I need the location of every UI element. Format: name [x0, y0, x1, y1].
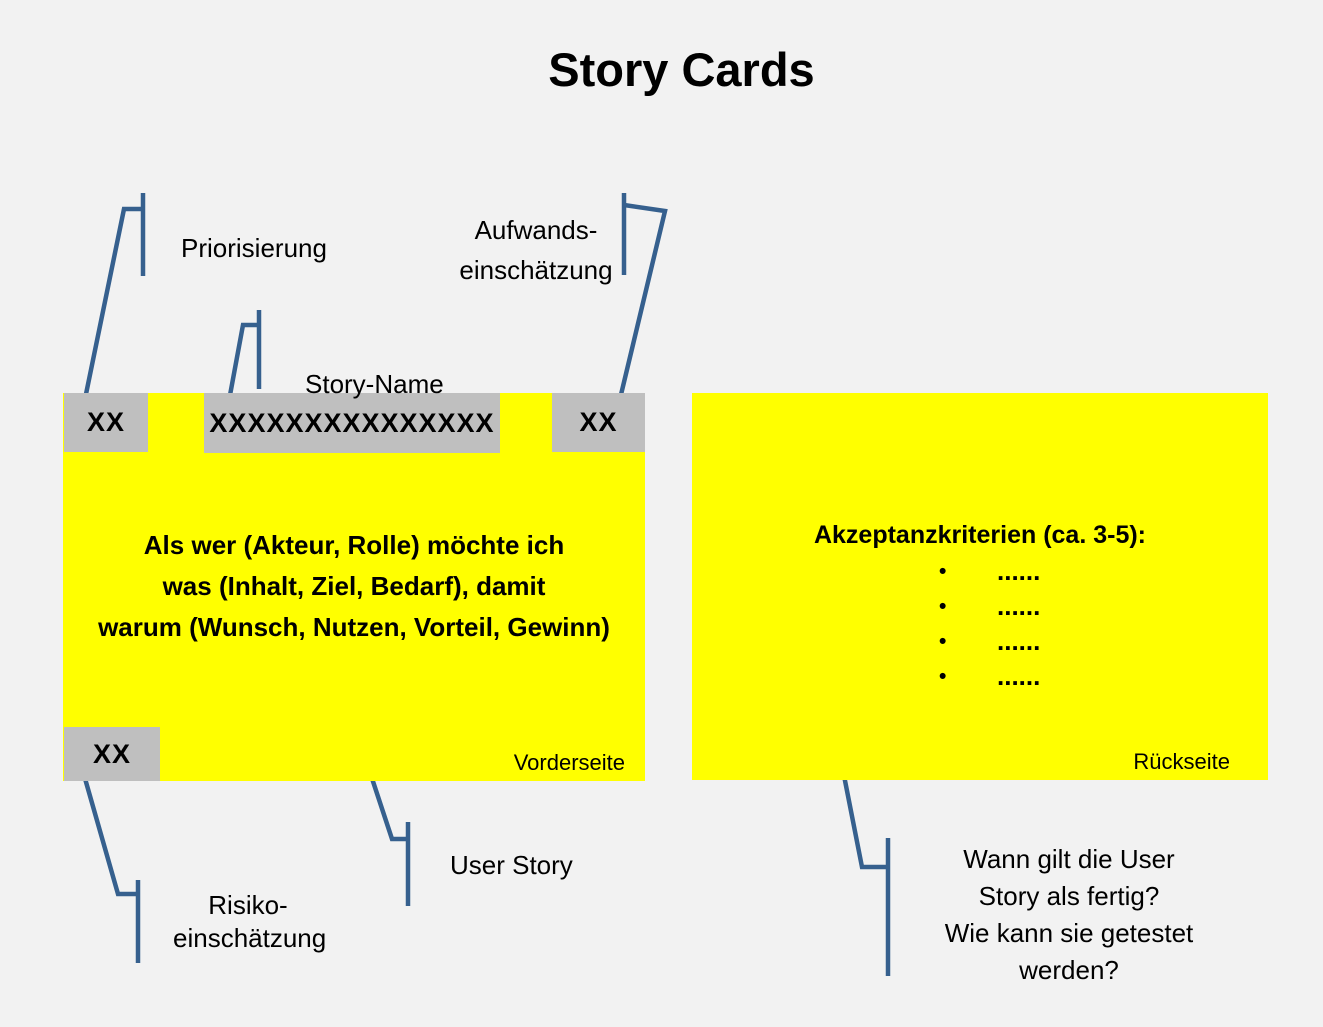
definition-of-done-label: Wann gilt die User Story als fertig? Wie…: [941, 841, 1197, 989]
bullet-icon: •: [939, 629, 947, 653]
page-title: Story Cards: [548, 43, 815, 96]
aufwand-label-line: einschätzung: [459, 255, 613, 285]
risiko-label-line: Risiko-: [208, 890, 288, 920]
user-story-template-line: Als wer (Akteur, Rolle) möchte ich: [143, 530, 565, 560]
aufwand-label-line: Aufwands-: [474, 215, 598, 245]
aufwand-connector-line: [616, 193, 668, 404]
priorisierung-connector-line: [82, 193, 146, 400]
list-item-placeholder: ......: [997, 556, 1041, 586]
acceptance-criteria-heading: Akzeptanzkriterien (ca. 3-5):: [813, 521, 1147, 549]
user-story-template-line: was (Inhalt, Ziel, Bedarf), damit: [162, 571, 546, 601]
story-card-front: XX XXXXXXXXXXXXXXX XX XX Als wer (Akteur…: [63, 393, 645, 781]
risiko-label-line: einschätzung: [173, 923, 327, 953]
story-name-slot: XXXXXXXXXXXXXXX: [204, 393, 500, 453]
list-item-placeholder: ......: [997, 626, 1041, 656]
bullet-icon: •: [939, 594, 947, 618]
list-item-placeholder: ......: [997, 661, 1041, 691]
user-story-template-line: warum (Wunsch, Nutzen, Vorteil, Gewinn): [98, 612, 610, 642]
user-story-label: User Story: [450, 850, 573, 880]
definition-of-done-line: Story als fertig?: [978, 881, 1160, 911]
effort-slot: XX: [552, 393, 645, 452]
definition-of-done-line: Wie kann sie getestet: [944, 918, 1194, 948]
definition-of-done-line: werden?: [1019, 955, 1119, 985]
story-card-back: Akzeptanzkriterien (ca. 3-5): • ...... •…: [692, 393, 1268, 780]
story-name-label: Story-Name: [305, 369, 444, 399]
list-item: • ......: [939, 659, 1040, 694]
list-item: • ......: [939, 624, 1040, 659]
priorisierung-label: Priorisierung: [181, 233, 327, 263]
bullet-icon: •: [939, 559, 947, 583]
risk-slot: XX: [64, 727, 160, 781]
risiko-connector-line: [79, 767, 141, 963]
story-name-connector-line: [225, 310, 262, 407]
priority-slot: XX: [64, 393, 148, 452]
list-item: • ......: [939, 589, 1040, 624]
list-item: • ......: [939, 554, 1040, 589]
aufwand-label: Aufwands- einschätzung: [456, 210, 616, 290]
user-story-template-text: Als wer (Akteur, Rolle) möchte ich was (…: [63, 525, 645, 648]
list-item-placeholder: ......: [997, 591, 1041, 621]
risiko-label: Risiko- einschätzung: [173, 889, 327, 955]
definition-of-done-line: Wann gilt die User: [963, 844, 1175, 874]
front-side-label: Vorderseite: [513, 750, 625, 775]
bullet-icon: •: [939, 664, 947, 688]
back-side-label: Rückseite: [1133, 749, 1230, 774]
acceptance-criteria-list: • ...... • ...... • ...... • ......: [939, 554, 1040, 694]
